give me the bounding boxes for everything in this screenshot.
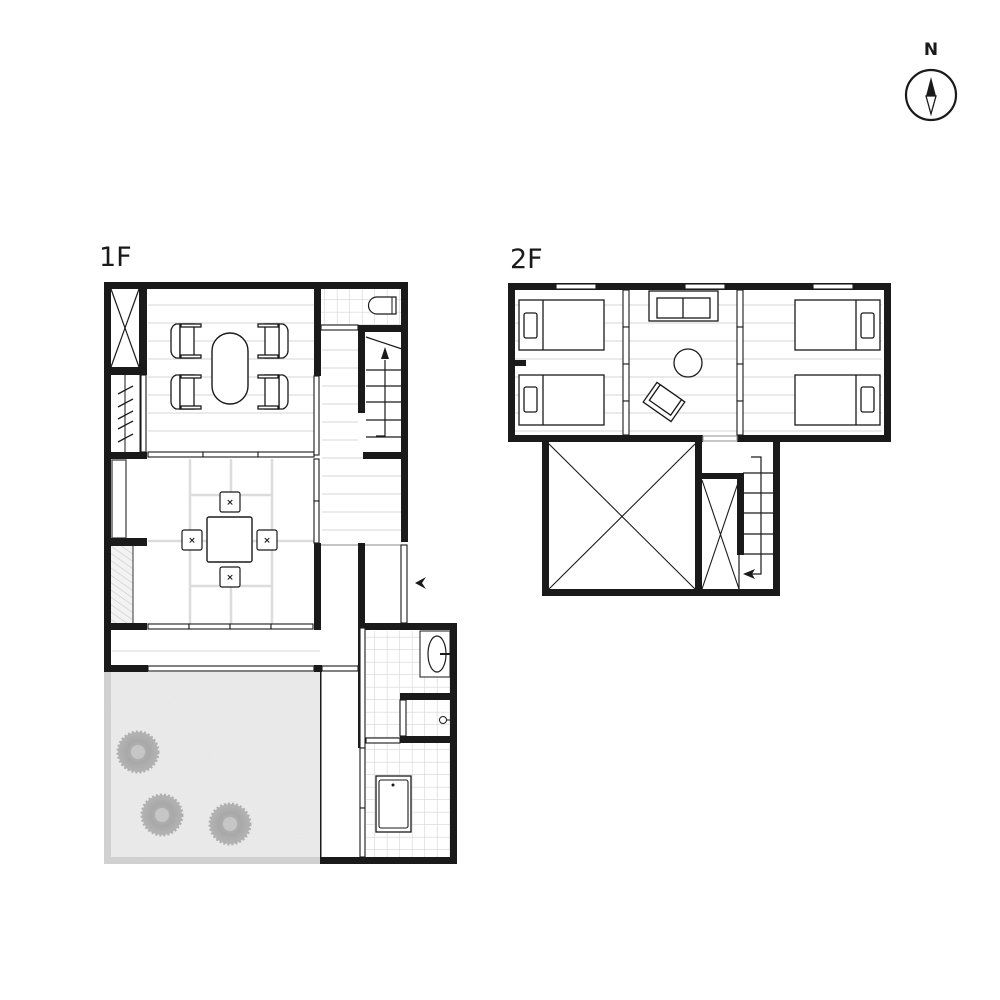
- arrow-up-icon: [381, 347, 389, 359]
- north-label: N: [923, 40, 939, 60]
- low-table: [206, 516, 253, 563]
- svg-text:×: ×: [226, 498, 234, 508]
- toilet: [321, 288, 401, 325]
- north-arrow-icon: [904, 68, 958, 122]
- chair-icon: [170, 374, 202, 410]
- bed-icon: [794, 374, 881, 426]
- closet-2f: [701, 479, 740, 590]
- floor-1f: × × × ×: [104, 282, 457, 864]
- staircase-up: [365, 336, 403, 438]
- zabuton-cushion-icon: [181, 529, 203, 551]
- armchair-icon: [642, 381, 686, 423]
- void-open-to-below: [548, 443, 696, 590]
- sofa-icon: [648, 290, 719, 322]
- dining-table: [211, 332, 249, 405]
- windows-2f: [555, 283, 854, 442]
- bed-icon: [518, 374, 605, 426]
- arrow-down-icon: [743, 569, 755, 579]
- round-table-icon: [673, 348, 703, 378]
- floor-label-1f: 1F: [99, 242, 132, 273]
- floor-label-2f: 2F: [510, 244, 543, 275]
- chair-icon: [257, 374, 289, 410]
- shrub-icon: [140, 793, 184, 837]
- zabuton-cushion-icon: [219, 566, 241, 588]
- zabuton-cushion-icon: [219, 491, 241, 513]
- tokonoma-alcove: [111, 459, 127, 539]
- bed-icon: [518, 299, 605, 351]
- garden: [104, 672, 320, 864]
- svg-text:×: ×: [188, 536, 196, 546]
- zabuton-cushion-icon: [256, 529, 278, 551]
- washing-machine-space: [406, 700, 450, 736]
- faucet-icon: [439, 716, 447, 724]
- chair-icon: [257, 323, 289, 359]
- staircase-down: [738, 456, 773, 589]
- svg-text:×: ×: [263, 536, 271, 546]
- svg-text:×: ×: [226, 573, 234, 583]
- north-compass: N: [903, 40, 959, 124]
- toilet-icon: [367, 296, 397, 315]
- entrance-arrow-icon: [415, 577, 426, 589]
- bathroom: [375, 775, 412, 833]
- hallway: [322, 349, 402, 531]
- bed-icon: [794, 299, 881, 351]
- floor-2f: [508, 283, 891, 596]
- storage-closet: [110, 288, 140, 368]
- shoe-storage: [117, 375, 141, 452]
- shrub-icon: [116, 730, 160, 774]
- storage-hatched: [111, 546, 133, 623]
- sliding-doors-1f: [140, 324, 408, 858]
- dining-room: [148, 304, 314, 432]
- tatami-room: × × × ×: [148, 459, 314, 624]
- chair-icon: [170, 323, 202, 359]
- shrub-icon: [208, 802, 252, 846]
